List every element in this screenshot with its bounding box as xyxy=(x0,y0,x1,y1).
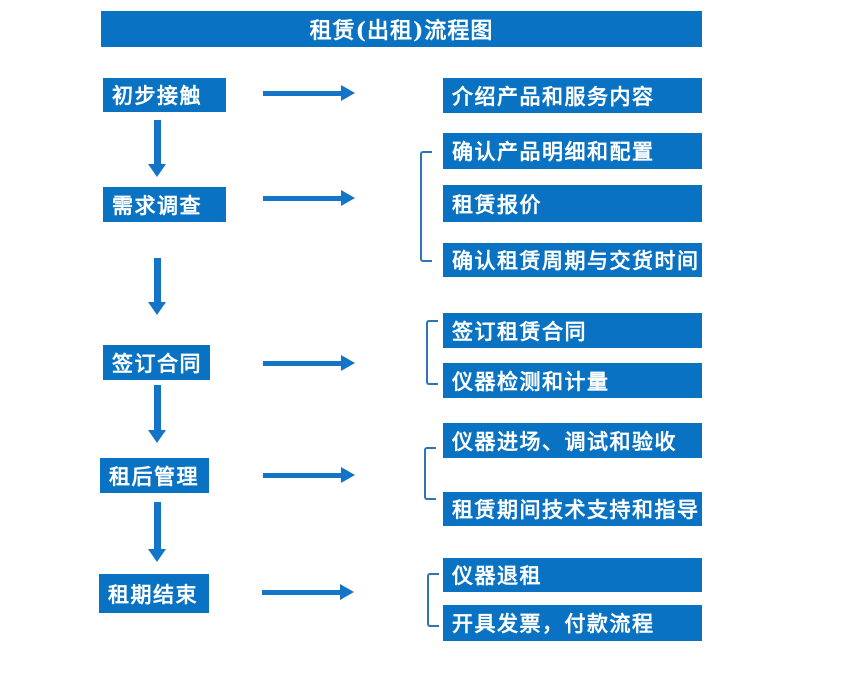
arrow-stem xyxy=(154,120,161,164)
bracket-group-post-rental xyxy=(424,447,436,500)
arrow-stem xyxy=(263,91,341,96)
arrow-head xyxy=(341,190,355,206)
down-arrow-icon-4 xyxy=(148,502,167,562)
arrow-head xyxy=(148,164,166,177)
step-box-rental-end: 租期结束 xyxy=(99,574,209,613)
arrow-head xyxy=(341,467,355,483)
arrow-stem xyxy=(154,385,161,430)
arrow-stem xyxy=(262,590,340,595)
arrow-stem xyxy=(263,361,341,366)
flowchart-title: 租赁(出租)流程图 xyxy=(101,11,702,47)
detail-box-instrument-return: 仪器退租 xyxy=(443,558,702,592)
detail-box-confirm-product-config: 确认产品明细和配置 xyxy=(443,133,702,169)
step-box-sign-contract: 签订合同 xyxy=(103,345,210,380)
right-arrow-icon-3 xyxy=(263,355,355,371)
detail-box-confirm-rental-period: 确认租赁周期与交货时间 xyxy=(443,243,702,277)
detail-box-rental-quotation: 租赁报价 xyxy=(443,185,702,222)
step-box-demand-survey: 需求调查 xyxy=(103,187,226,222)
arrow-head xyxy=(340,584,354,600)
right-arrow-icon-2 xyxy=(263,190,355,206)
detail-box-introduce-products: 介绍产品和服务内容 xyxy=(443,78,702,113)
right-arrow-icon-1 xyxy=(263,85,355,101)
detail-box-invoice-payment: 开具发票，付款流程 xyxy=(443,605,702,641)
arrow-stem xyxy=(154,502,161,549)
detail-box-instrument-testing: 仪器检测和计量 xyxy=(443,363,702,398)
detail-box-sign-rental-contract: 签订租赁合同 xyxy=(443,313,702,348)
bracket-group-sign-contract xyxy=(426,320,438,385)
detail-box-instrument-setup: 仪器进场、调试和验收 xyxy=(443,423,702,458)
down-arrow-icon-1 xyxy=(148,120,167,177)
down-arrow-icon-2 xyxy=(148,258,167,315)
arrow-head xyxy=(148,549,166,562)
arrow-head xyxy=(341,85,355,101)
arrow-stem xyxy=(263,473,341,478)
down-arrow-icon-3 xyxy=(148,385,167,443)
bracket-group-rental-end xyxy=(427,573,439,627)
detail-box-technical-support: 租赁期间技术支持和指导 xyxy=(443,492,702,526)
step-box-initial-contact: 初步接触 xyxy=(103,78,226,112)
arrow-head xyxy=(341,355,355,371)
step-box-post-rental-management: 租后管理 xyxy=(100,458,209,493)
arrow-stem xyxy=(263,196,341,201)
arrow-head xyxy=(148,302,166,315)
bracket-group-demand-survey xyxy=(420,151,432,262)
right-arrow-icon-5 xyxy=(262,584,354,600)
arrow-head xyxy=(148,430,166,443)
arrow-stem xyxy=(154,258,161,302)
right-arrow-icon-4 xyxy=(263,467,355,483)
